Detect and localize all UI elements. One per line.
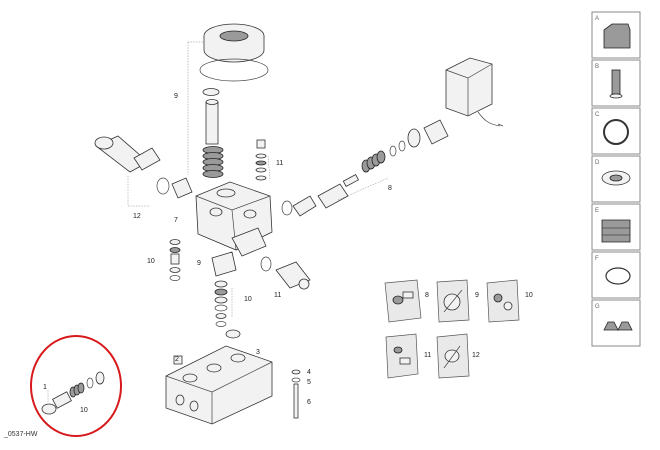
kit-bag-10: 10	[486, 279, 533, 323]
kit-panel-d: D	[591, 155, 641, 203]
callout-3: 3	[256, 349, 260, 356]
kit-panel-c: C	[591, 107, 641, 155]
callout-9-top: 9	[174, 93, 178, 100]
kit-bag-9: 9	[436, 279, 479, 323]
kit-panel-a: A	[591, 11, 641, 59]
center-valve-stack	[214, 280, 241, 339]
kit-tag-g: G	[595, 304, 600, 310]
bolt	[291, 369, 301, 419]
kit-callout-11: 11	[424, 352, 431, 359]
callout-11-lower: 11	[274, 292, 281, 299]
callout-5: 5	[307, 379, 311, 386]
callout-8: 8	[388, 185, 392, 192]
callout-10-plug: 10	[80, 407, 88, 414]
unloader-spring	[361, 150, 386, 173]
kit-panel-e: E	[591, 203, 641, 251]
inlet-fitting	[94, 135, 193, 207]
kit-tag-f: F	[595, 256, 599, 262]
manifold-block	[165, 345, 273, 425]
unloader-valve-assembly	[281, 119, 449, 217]
kit-bag-11: 11	[385, 333, 431, 379]
callout-6: 6	[307, 399, 311, 406]
callout-11-top: 11	[276, 160, 283, 167]
kit-bag-8: 8	[384, 279, 429, 323]
callout-12: 12	[133, 213, 141, 220]
right-valve-stack	[255, 139, 271, 181]
callout-9-lower: 9	[197, 260, 201, 267]
kit-tag-c: C	[595, 112, 600, 118]
plug-spring	[69, 382, 85, 398]
kit-sidebar: A B C D E F	[591, 11, 641, 347]
repair-kit-bags: 8 9 10 11 12	[384, 279, 533, 379]
drawing-code: _0537-HW	[3, 431, 38, 438]
kit-callout-8: 8	[425, 292, 429, 299]
kit-panel-f: F	[591, 251, 641, 299]
callout-10-center: 10	[244, 296, 252, 303]
kit-tag-a: A	[595, 16, 599, 22]
pressure-switch-box	[445, 57, 504, 127]
kit-tag-d: D	[595, 160, 600, 166]
plug-assembly	[41, 371, 105, 415]
kit-bag-12: 12	[436, 333, 480, 379]
kit-panel-b: B	[591, 59, 641, 107]
callout-4: 4	[307, 369, 311, 376]
kit-callout-12: 12	[472, 352, 480, 359]
kit-tag-b: B	[595, 64, 599, 70]
callout-labels: 1 10 2 3 4 5 6 7 8 9 9 10 10 11 11 12 _0…	[3, 93, 392, 438]
spring	[202, 146, 224, 178]
kit-panel-g: G	[591, 299, 641, 347]
callout-7: 7	[174, 217, 178, 224]
kit-tag-e: E	[595, 208, 599, 214]
left-check-valve-stack	[169, 239, 181, 281]
top-piston-stack	[187, 23, 269, 178]
pump-head	[195, 181, 273, 257]
kit-callout-9: 9	[475, 292, 479, 299]
callout-1: 1	[43, 384, 47, 391]
callout-2: 2	[175, 356, 179, 363]
highlight-circle	[30, 335, 122, 437]
callout-10-left: 10	[147, 258, 155, 265]
bypass-cartridge	[211, 251, 311, 290]
kit-callout-10: 10	[525, 292, 533, 299]
